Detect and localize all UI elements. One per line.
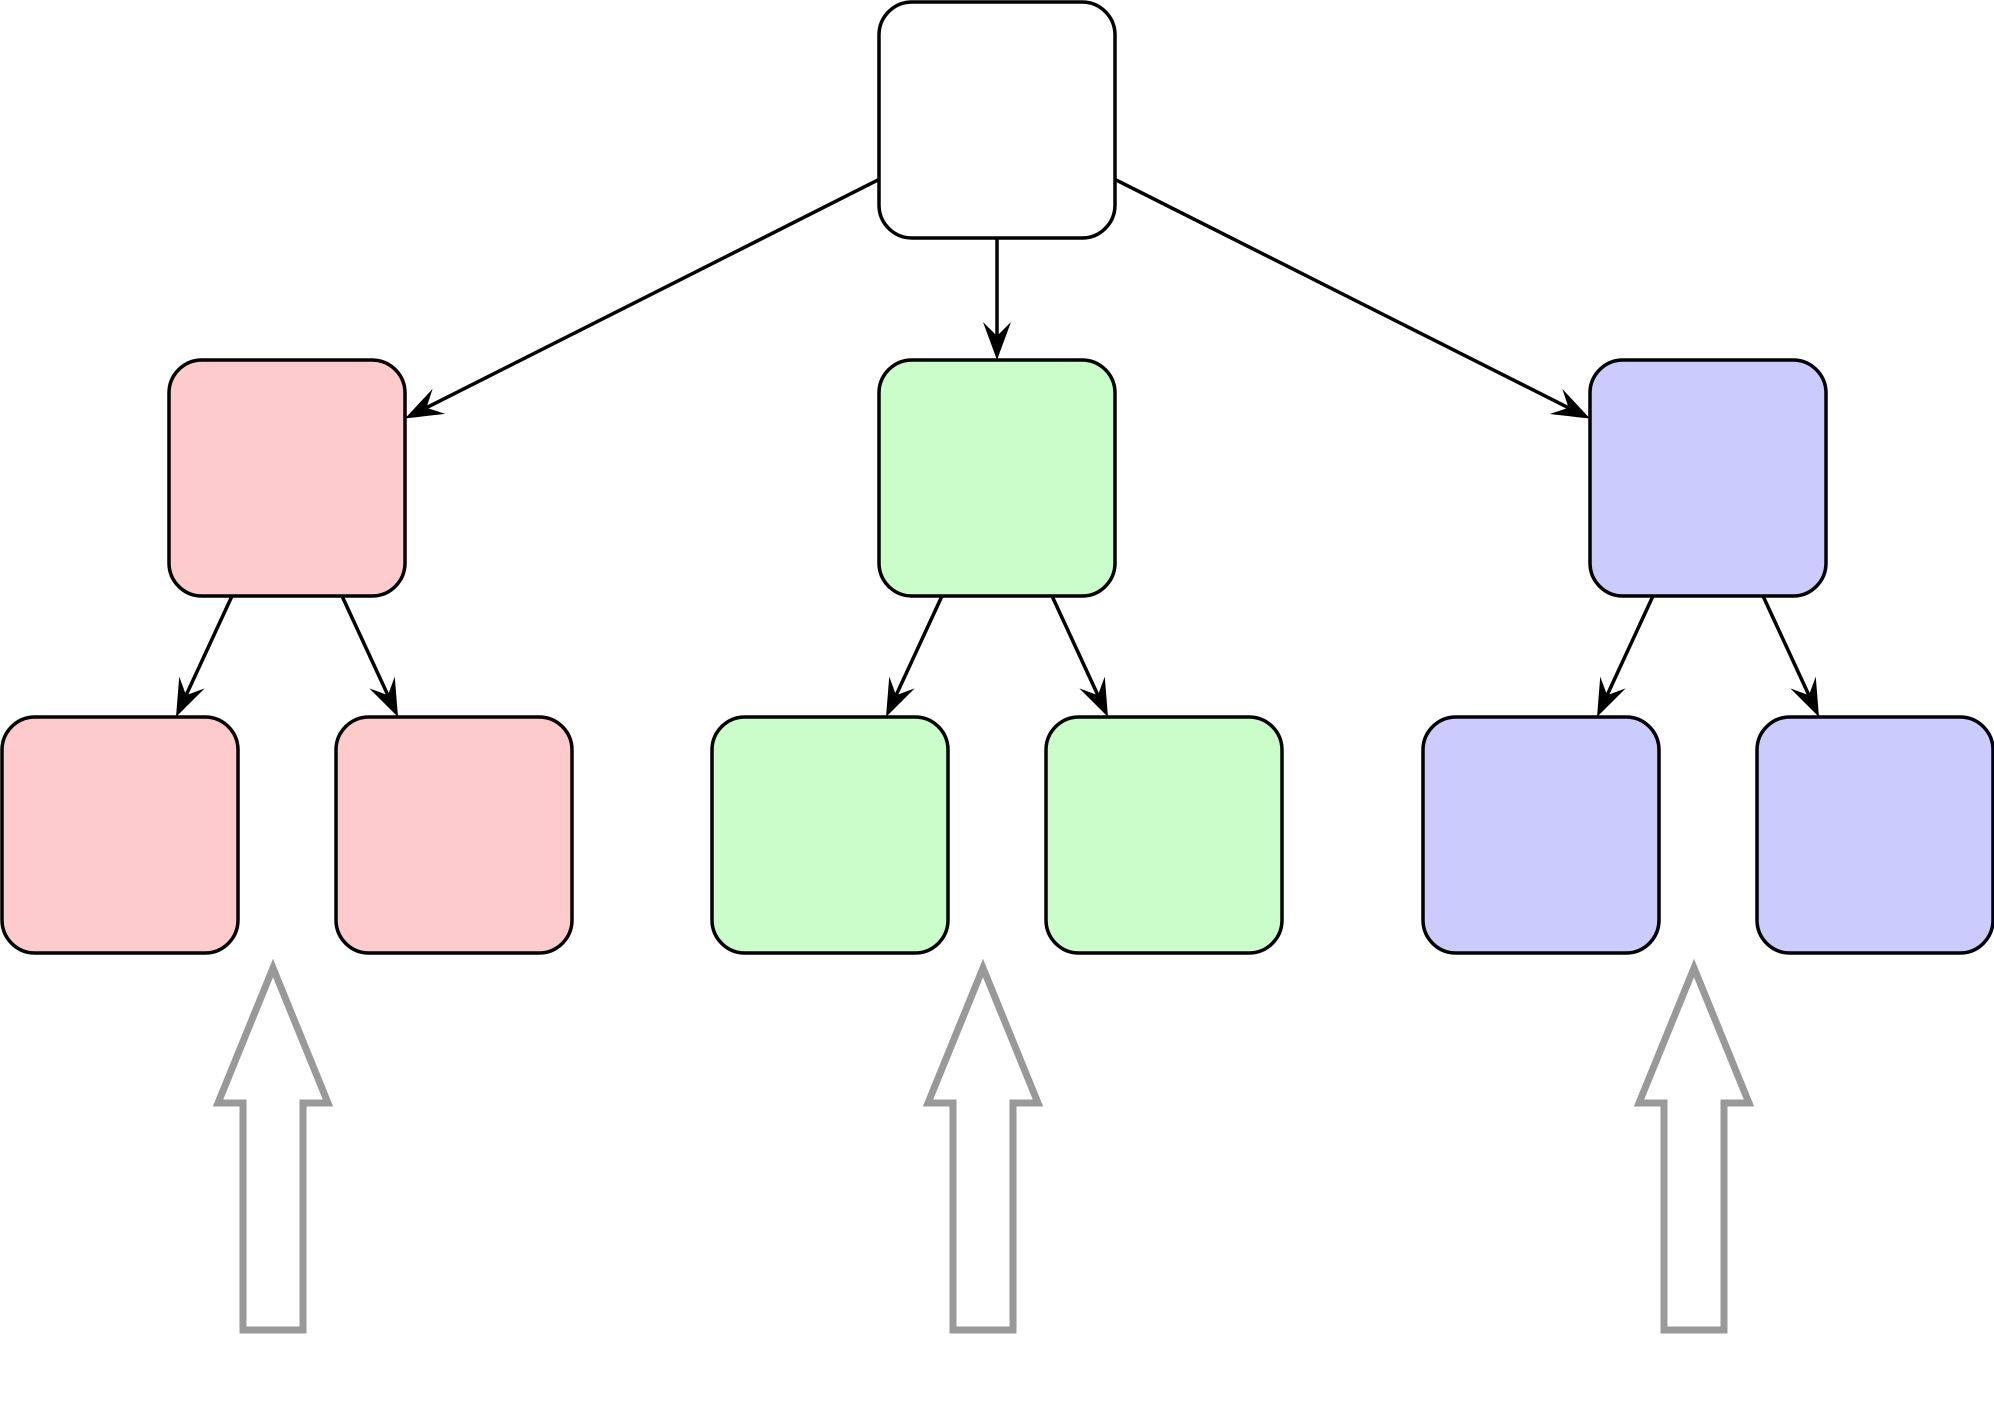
node-blue bbox=[1588, 358, 1828, 598]
arrowhead-blue-leaf-2 bbox=[1790, 676, 1819, 717]
edge-root-to-red bbox=[425, 177, 880, 410]
node-red-leaf-1 bbox=[0, 715, 240, 955]
node-green-leaf-2 bbox=[1044, 715, 1284, 955]
edge-red-to-red-leaf-2 bbox=[340, 595, 390, 696]
edges bbox=[176, 177, 1819, 717]
edge-green-to-green-leaf-1 bbox=[894, 595, 944, 696]
hollow-up-arrow-blue bbox=[1633, 958, 1755, 1334]
edge-green-to-green-leaf-2 bbox=[1050, 595, 1100, 696]
hollow-up-arrow-green bbox=[922, 958, 1044, 1334]
arrowhead-green-leaf-1 bbox=[886, 676, 915, 717]
node-red bbox=[167, 358, 407, 598]
node-red-leaf-2 bbox=[334, 715, 574, 955]
arrowhead-red-leaf-2 bbox=[369, 676, 398, 717]
arrowhead-red bbox=[405, 388, 446, 419]
node-green bbox=[877, 358, 1117, 598]
edge-red-to-red-leaf-1 bbox=[184, 595, 234, 696]
edge-blue-to-blue-leaf-2 bbox=[1761, 595, 1811, 696]
hollow-arrows bbox=[212, 958, 1755, 1334]
node-blue-leaf-1 bbox=[1421, 715, 1661, 955]
nodes bbox=[0, 0, 1994, 955]
arrowhead-green-leaf-2 bbox=[1079, 676, 1108, 717]
arrowhead-blue-leaf-1 bbox=[1597, 676, 1626, 717]
node-blue-leaf-2 bbox=[1755, 715, 1994, 955]
node-root bbox=[877, 0, 1117, 240]
edge-blue-to-blue-leaf-1 bbox=[1605, 595, 1655, 696]
arrowhead-red-leaf-1 bbox=[176, 676, 205, 717]
hollow-up-arrow-red bbox=[212, 958, 334, 1334]
arrowhead-blue bbox=[1549, 388, 1590, 419]
arrowhead-green bbox=[983, 322, 1011, 360]
edge-root-to-blue bbox=[1114, 177, 1570, 410]
node-green-leaf-1 bbox=[710, 715, 950, 955]
